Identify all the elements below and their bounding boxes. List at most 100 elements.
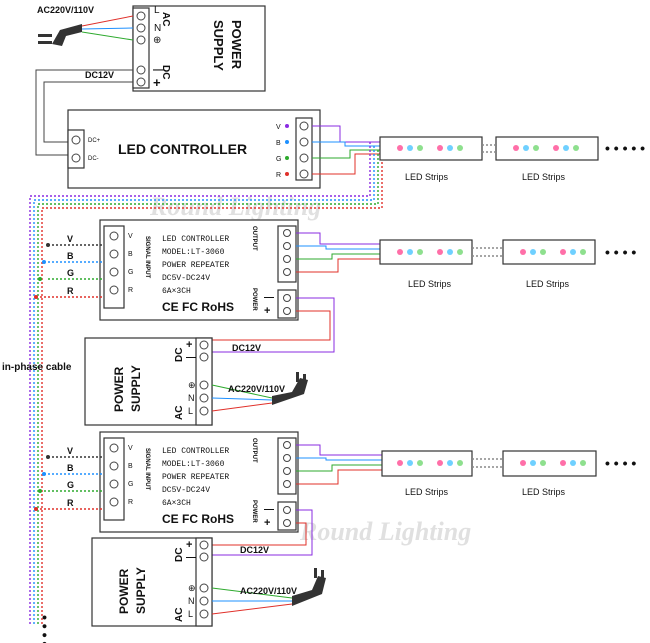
svg-text:MODEL:LT-3060: MODEL:LT-3060 bbox=[162, 460, 225, 469]
svg-text:DC+: DC+ bbox=[88, 138, 101, 144]
svg-text:G: G bbox=[128, 481, 133, 488]
svg-text:POWER REPEATER: POWER REPEATER bbox=[162, 261, 229, 270]
svg-text:L: L bbox=[188, 406, 193, 416]
svg-text:DC: DC bbox=[160, 65, 171, 79]
svg-text:POWER: POWER bbox=[251, 500, 257, 523]
svg-text:Round Lighting: Round Lighting bbox=[149, 192, 321, 221]
svg-text:6A×3CH: 6A×3CH bbox=[162, 499, 191, 508]
svg-text:N: N bbox=[188, 596, 195, 606]
svg-text:LED CONTROLLER: LED CONTROLLER bbox=[162, 447, 229, 456]
svg-text:B: B bbox=[67, 251, 74, 261]
svg-text:R: R bbox=[67, 286, 74, 296]
dc-wire-top: DC12V bbox=[35, 69, 133, 156]
svg-text:Round Lighting: Round Lighting bbox=[299, 517, 471, 546]
svg-text:• • • •: • • • • bbox=[605, 244, 636, 260]
power-repeater-1: SIGNAL INPUT V B G R LED CONTROLLER MODE… bbox=[99, 219, 299, 321]
svg-text:LED Strips: LED Strips bbox=[522, 172, 566, 182]
svg-text:AC: AC bbox=[160, 12, 171, 26]
svg-text:LED CONTROLLER: LED CONTROLLER bbox=[118, 141, 247, 157]
svg-text:R: R bbox=[276, 172, 281, 179]
power-supply-2: POWER SUPPLY DC + — AC ⊕ N L DC12V bbox=[84, 337, 261, 426]
svg-text:SUPPLY: SUPPLY bbox=[134, 567, 148, 614]
svg-text:G: G bbox=[67, 268, 74, 278]
svg-text:V: V bbox=[128, 233, 133, 240]
svg-text:LED Strips: LED Strips bbox=[405, 172, 449, 182]
svg-text:DC-: DC- bbox=[88, 156, 99, 162]
svg-text:• • • •: • • • • bbox=[37, 615, 53, 643]
svg-text:POWER: POWER bbox=[229, 20, 244, 70]
svg-text:DC: DC bbox=[174, 348, 185, 362]
svg-text:in-phase cable: in-phase cable bbox=[2, 362, 72, 373]
main-led-controller: DC+ DC- LED CONTROLLER V B G R bbox=[67, 109, 321, 189]
watermark-bottom: Round Lighting bbox=[299, 517, 471, 546]
svg-text:CE FC RoHS: CE FC RoHS bbox=[162, 300, 234, 314]
svg-text:—: — bbox=[264, 504, 274, 515]
svg-text:AC: AC bbox=[174, 608, 185, 622]
svg-text:SUPPLY: SUPPLY bbox=[211, 20, 226, 71]
repeater-1-signal-inputs: V B G R bbox=[34, 234, 104, 299]
svg-text:DC12V: DC12V bbox=[240, 545, 269, 555]
repeater-2-signal-inputs: V B G R bbox=[34, 446, 104, 511]
svg-text:V: V bbox=[128, 445, 133, 452]
svg-text:OUTPUT: OUTPUT bbox=[251, 226, 257, 251]
svg-text:AC: AC bbox=[174, 406, 185, 420]
svg-text:MODEL:LT-3060: MODEL:LT-3060 bbox=[162, 248, 225, 257]
svg-text:R: R bbox=[67, 498, 74, 508]
power-supply-top: POWER SUPPLY AC L N ⊕ DC — + bbox=[132, 5, 266, 92]
svg-text:—: — bbox=[186, 552, 196, 563]
led-strip-row-2: • • • • LED Strips LED Strips bbox=[379, 239, 636, 289]
svg-text:AC220V/110V: AC220V/110V bbox=[228, 384, 285, 394]
svg-text:POWER: POWER bbox=[112, 366, 126, 412]
svg-text:6A×3CH: 6A×3CH bbox=[162, 287, 191, 296]
svg-text:G: G bbox=[128, 269, 133, 276]
led-strip-row-3: • • • • LED Strips LED Strips bbox=[381, 450, 636, 497]
svg-text:AC220V/110V: AC220V/110V bbox=[37, 5, 94, 15]
svg-text:DC12V: DC12V bbox=[232, 343, 261, 353]
svg-text:G: G bbox=[276, 156, 281, 163]
svg-text:B: B bbox=[276, 140, 281, 147]
svg-text:LED Strips: LED Strips bbox=[526, 279, 570, 289]
main-output-wires bbox=[312, 125, 380, 175]
svg-text:R: R bbox=[128, 499, 133, 506]
svg-text:B: B bbox=[67, 463, 74, 473]
svg-text:POWER: POWER bbox=[251, 288, 257, 311]
svg-text:+: + bbox=[153, 75, 161, 90]
svg-text:L: L bbox=[188, 609, 193, 619]
svg-text:N: N bbox=[188, 393, 195, 403]
svg-text:SIGNAL INPUT: SIGNAL INPUT bbox=[144, 448, 150, 491]
svg-text:DC: DC bbox=[174, 548, 185, 562]
svg-text:POWER REPEATER: POWER REPEATER bbox=[162, 473, 229, 482]
power-supply-3: POWER SUPPLY DC + — AC ⊕ N L DC12V bbox=[91, 537, 269, 627]
svg-text:V: V bbox=[67, 446, 73, 456]
svg-text:LED Strips: LED Strips bbox=[405, 487, 449, 497]
ac-plug-2: AC220V/110V bbox=[211, 372, 308, 412]
svg-text:V: V bbox=[276, 124, 281, 131]
svg-text:AC220V/110V: AC220V/110V bbox=[240, 586, 297, 596]
svg-text:OUTPUT: OUTPUT bbox=[251, 438, 257, 463]
svg-text:G: G bbox=[67, 480, 74, 490]
svg-text:⊕: ⊕ bbox=[188, 380, 196, 390]
svg-text:V: V bbox=[67, 234, 73, 244]
svg-text:• • • • •: • • • • • bbox=[605, 140, 645, 156]
svg-text:L: L bbox=[154, 5, 160, 16]
svg-text:CE FC RoHS: CE FC RoHS bbox=[162, 512, 234, 526]
svg-text:• • • •: • • • • bbox=[605, 455, 636, 471]
svg-text:+: + bbox=[186, 539, 192, 551]
svg-text:N: N bbox=[154, 23, 161, 34]
svg-text:—: — bbox=[264, 292, 274, 303]
svg-text:DC5V-DC24V: DC5V-DC24V bbox=[162, 274, 210, 283]
svg-text:⊕: ⊕ bbox=[188, 583, 196, 593]
svg-text:LED CONTROLLER: LED CONTROLLER bbox=[162, 235, 229, 244]
svg-text:LED Strips: LED Strips bbox=[408, 279, 452, 289]
svg-text:⊕: ⊕ bbox=[153, 35, 161, 46]
repeater-2-output-wires bbox=[212, 444, 382, 556]
svg-text:B: B bbox=[128, 251, 133, 258]
svg-text:+: + bbox=[264, 305, 270, 317]
svg-text:POWER: POWER bbox=[117, 568, 131, 614]
svg-text:DC12V: DC12V bbox=[85, 70, 114, 80]
ac-plug-top: AC220V/110V bbox=[37, 5, 134, 46]
svg-text:+: + bbox=[186, 339, 192, 351]
svg-text:DC5V-DC24V: DC5V-DC24V bbox=[162, 486, 210, 495]
repeater-1-output-wires bbox=[212, 232, 380, 353]
